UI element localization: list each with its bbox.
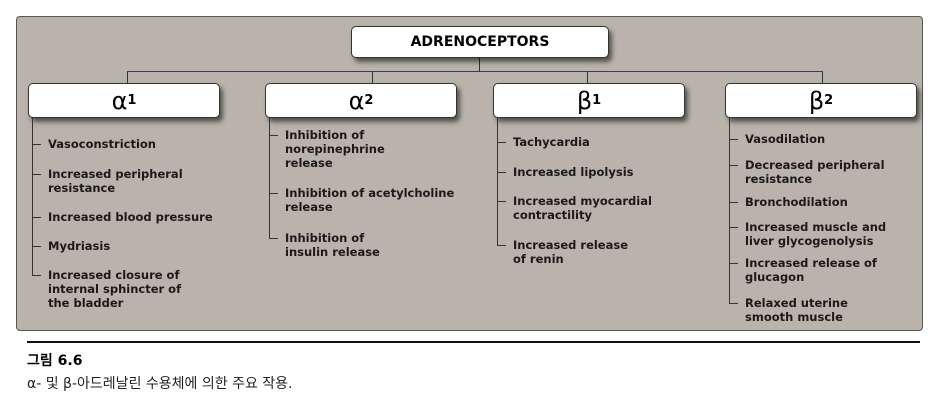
beta-2-effect: Increased muscle and liver glycogenolysi… bbox=[745, 220, 887, 248]
connector-line bbox=[127, 71, 822, 72]
tree-tick bbox=[32, 246, 41, 247]
alpha-2-effect: Inhibition of insulin release bbox=[285, 231, 380, 259]
alpha-2-effect: Inhibition of norepinephrine release bbox=[285, 128, 385, 170]
beta-2-effect: Decreased peripheral resistance bbox=[745, 158, 885, 186]
tree-tick bbox=[729, 139, 738, 140]
beta-1-effect: Increased release of renin bbox=[513, 238, 629, 266]
tree-tick bbox=[729, 202, 738, 203]
beta-2-effect: Bronchodilation bbox=[745, 195, 848, 209]
receptor-subtype: 1 bbox=[592, 93, 602, 108]
receptor-subtype: 1 bbox=[127, 93, 137, 108]
alpha-2-effect: Inhibition of acetylcholine release bbox=[285, 186, 455, 214]
receptor-symbol: α bbox=[348, 86, 365, 115]
tree-tick bbox=[269, 238, 278, 239]
tree-tick bbox=[32, 275, 41, 276]
alpha-1-effect: Increased closure of internal sphincter … bbox=[48, 268, 182, 310]
tree-line bbox=[32, 117, 33, 275]
beta-2-effect: Increased release of glucagon bbox=[745, 256, 877, 284]
alpha-1-effect: Vasoconstriction bbox=[48, 137, 156, 151]
tree-tick bbox=[729, 165, 738, 166]
tree-tick bbox=[497, 172, 506, 173]
tree-tick bbox=[269, 135, 278, 136]
figure-label: 그림 6.6 bbox=[27, 353, 83, 369]
caption-rule bbox=[27, 341, 920, 343]
alpha-1-effect: Mydriasis bbox=[48, 239, 111, 253]
receptor-subtype: 2 bbox=[824, 93, 834, 108]
receptor-subtype: 2 bbox=[364, 93, 374, 108]
tree-tick bbox=[729, 263, 738, 264]
receptor-symbol: α bbox=[111, 86, 128, 115]
tree-tick bbox=[32, 144, 41, 145]
tree-tick bbox=[32, 174, 41, 175]
beta-1-effect: Increased myocardial contractility bbox=[513, 194, 652, 222]
beta-2-effect: Relaxed uterine smooth muscle bbox=[745, 296, 848, 324]
connector-line bbox=[587, 71, 588, 83]
tree-tick bbox=[497, 245, 506, 246]
connector-line bbox=[372, 71, 373, 83]
tree-tick bbox=[729, 303, 738, 304]
alpha-1-effect: Increased blood pressure bbox=[48, 210, 213, 224]
tree-tick bbox=[269, 193, 278, 194]
adrenoceptors-title: ADRENOCEPTORS bbox=[351, 26, 609, 58]
receptor-symbol: β bbox=[576, 86, 593, 115]
connector-line bbox=[127, 71, 128, 83]
tree-tick bbox=[497, 142, 506, 143]
tree-tick bbox=[32, 217, 41, 218]
tree-line bbox=[497, 117, 498, 245]
beta-2-effect: Vasodilation bbox=[745, 132, 826, 146]
tree-tick bbox=[497, 201, 506, 202]
connector-line bbox=[822, 71, 823, 83]
receptor-symbol: β bbox=[808, 86, 825, 115]
alpha-1-effect: Increased peripheral resistance bbox=[48, 167, 183, 195]
connector-line bbox=[479, 57, 480, 72]
tree-line bbox=[729, 117, 730, 303]
tree-tick bbox=[729, 227, 738, 228]
tree-line bbox=[269, 117, 270, 238]
figure-caption: α- 및 β-아드레날린 수용체에 의한 주요 작용. bbox=[27, 376, 293, 392]
beta-1-effect: Increased lipolysis bbox=[513, 165, 634, 179]
beta-1-effect: Tachycardia bbox=[513, 135, 590, 149]
